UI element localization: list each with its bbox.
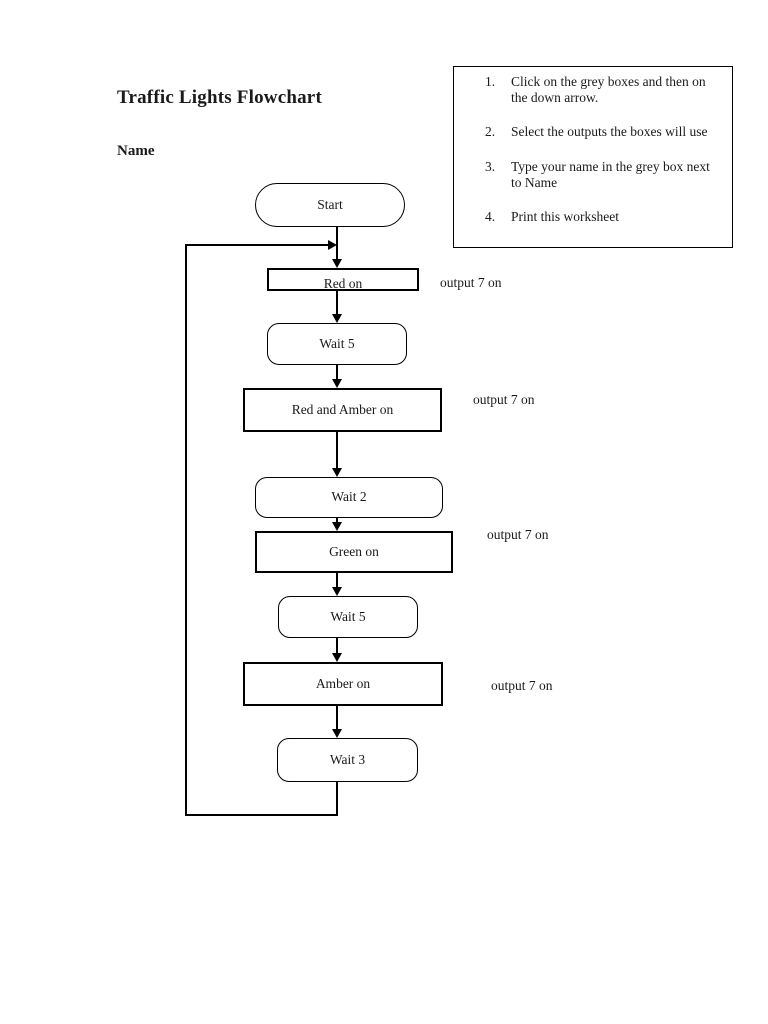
instruction-item: 4. Print this worksheet <box>485 209 726 225</box>
page-title: Traffic Lights Flowchart <box>117 87 322 108</box>
connector-wait2-to-green <box>336 518 338 523</box>
instruction-number: 1. <box>485 74 496 89</box>
loop-line-top <box>187 244 329 246</box>
instruction-text: Print this worksheet <box>511 208 619 224</box>
output-annotation-red-amber: output 7 on <box>473 392 535 407</box>
flowchart-node-wait-3[interactable]: Wait 3 <box>277 738 418 782</box>
output-annotation-red-on: output 7 on <box>440 275 502 290</box>
loop-line-bottom <box>185 814 338 816</box>
arrowhead-down-icon <box>332 259 342 268</box>
node-label: Red and Amber on <box>291 401 394 417</box>
arrowhead-down-icon <box>332 379 342 388</box>
connector-wait5b-to-amber <box>336 638 338 654</box>
flowchart-node-red-and-amber-on[interactable]: Red and Amber on <box>243 388 442 432</box>
instruction-text: Click on the grey boxes and then on the … <box>511 74 706 106</box>
flowchart-node-wait-2[interactable]: Wait 2 <box>255 477 443 518</box>
connector-redamber-to-wait2 <box>336 432 338 469</box>
node-label: Wait 5 <box>319 335 355 351</box>
flowchart-node-wait-5[interactable]: Wait 5 <box>267 323 407 365</box>
arrowhead-down-icon <box>332 314 342 323</box>
connector-start-to-redon <box>336 227 338 260</box>
instruction-number: 3. <box>485 158 496 174</box>
node-label: Wait 5 <box>330 608 366 624</box>
output-annotation-amber-on: output 7 on <box>491 678 553 693</box>
arrowhead-right-icon <box>328 240 337 250</box>
connector-redon-to-wait5 <box>336 291 338 315</box>
connector-amber-to-wait3 <box>336 706 338 730</box>
flowchart-node-amber-on[interactable]: Amber on <box>243 662 443 706</box>
node-label: Wait 2 <box>331 489 367 505</box>
instruction-item: 3. Type your name in the grey box next t… <box>485 159 726 191</box>
instruction-item: 2. Select the outputs the boxes will use <box>485 124 726 140</box>
connector-green-to-wait5b <box>336 573 338 588</box>
loop-line-left <box>185 244 187 816</box>
instruction-number: 4. <box>485 208 496 224</box>
connector-wait3-down <box>336 782 338 816</box>
node-label: Amber on <box>315 675 371 691</box>
node-label: Wait 3 <box>329 751 366 767</box>
arrowhead-down-icon <box>332 587 342 596</box>
instruction-text: Type your name in the grey box next to N… <box>511 158 710 190</box>
flowchart-node-start: Start <box>255 183 405 227</box>
instructions-box: 1. Click on the grey boxes and then on t… <box>453 66 733 248</box>
arrowhead-down-icon <box>332 653 342 662</box>
arrowhead-down-icon <box>332 522 342 531</box>
arrowhead-down-icon <box>332 468 342 477</box>
node-label: Green on <box>329 543 379 559</box>
flowchart-node-red-on[interactable]: Red on <box>267 268 419 291</box>
name-label: Name <box>117 143 155 159</box>
node-label: Red on <box>323 276 363 291</box>
output-annotation-green-on: output 7 on <box>487 527 549 542</box>
connector-wait5-to-redamber <box>336 365 338 380</box>
flowchart-node-wait-5b[interactable]: Wait 5 <box>278 596 418 638</box>
instruction-number: 2. <box>485 124 496 140</box>
node-label: Start <box>317 196 343 212</box>
flowchart-node-green-on[interactable]: Green on <box>255 531 453 573</box>
arrowhead-down-icon <box>332 729 342 738</box>
instruction-text: Select the outputs the boxes will use <box>511 124 708 140</box>
instruction-item: 1. Click on the grey boxes and then on t… <box>485 74 726 106</box>
